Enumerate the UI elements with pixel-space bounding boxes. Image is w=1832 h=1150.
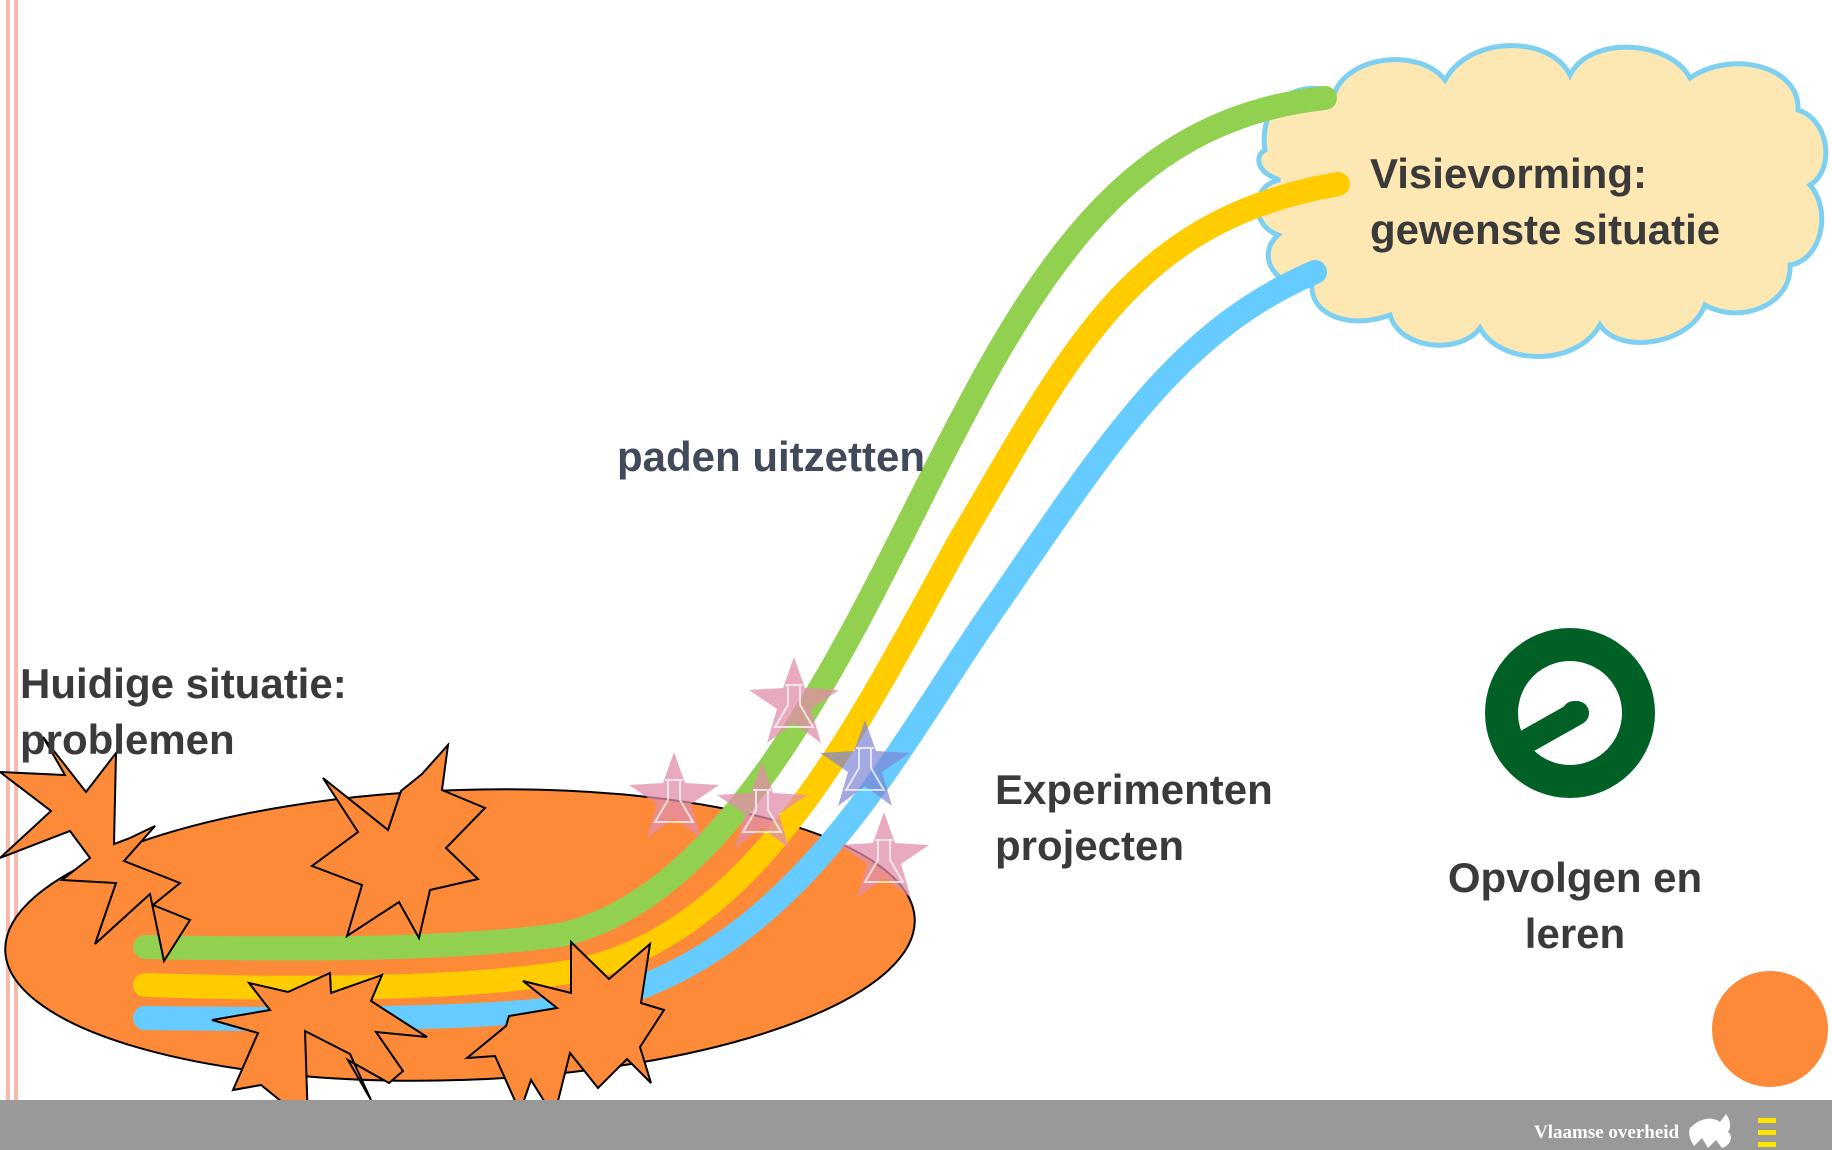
current-situation-label-line-1: Huidige situatie: (20, 656, 460, 712)
follow-up-cycle-icon (1485, 628, 1655, 798)
current-situation-label-line-2: problemen (20, 712, 460, 768)
experiments-label-line-1: Experimenten (995, 762, 1355, 818)
vision-label-line-1: Visievorming: (1370, 146, 1830, 202)
brand-name: Vlaamse overheid (1534, 1122, 1679, 1144)
followup-label: Opvolgen en leren (1395, 850, 1755, 962)
followup-label-line-2: leren (1395, 906, 1755, 962)
followup-label-line-1: Opvolgen en (1395, 850, 1755, 906)
experiments-label: Experimenten projecten (995, 762, 1355, 874)
vision-label-line-2: gewenste situatie (1370, 202, 1830, 258)
current-situation-label: Huidige situatie: problemen (20, 656, 460, 768)
accent-circle (1712, 971, 1828, 1087)
vision-label: Visievorming: gewenste situatie (1370, 146, 1830, 258)
experiments-label-line-2: projecten (995, 818, 1355, 874)
paths-label: paden uitzetten (617, 429, 925, 485)
